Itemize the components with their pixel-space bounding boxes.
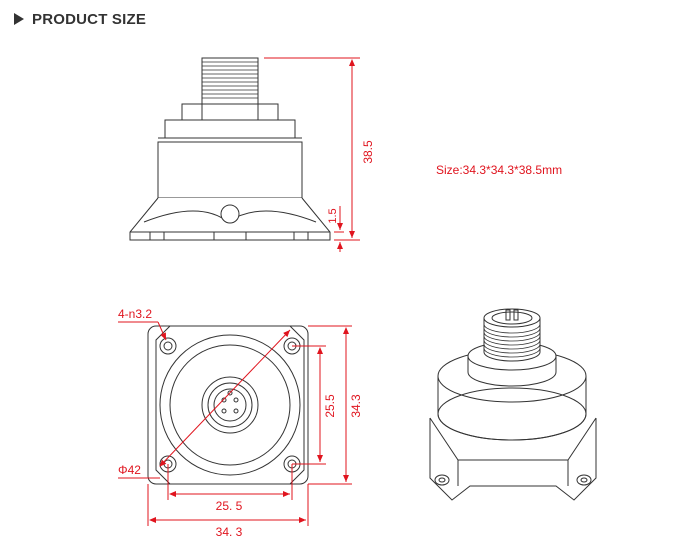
dim-hole-spec: 4-n3.2 bbox=[118, 307, 152, 321]
dim-width-h: 34. 3 bbox=[216, 525, 243, 539]
size-note: Size:34.3*34.3*38.5mm bbox=[436, 163, 563, 177]
section-header: PRODUCT SIZE bbox=[14, 8, 146, 30]
dim-height-total: 38.5 bbox=[361, 140, 375, 164]
section-title: PRODUCT SIZE bbox=[32, 10, 147, 28]
triangle-bullet-icon bbox=[14, 13, 24, 25]
dim-hole-pitch-h: 25. 5 bbox=[216, 499, 243, 513]
side-dimensions bbox=[264, 57, 360, 252]
top-dimensions bbox=[118, 321, 352, 526]
dim-hole-pitch-v: 25.5 bbox=[323, 394, 337, 418]
isometric-view bbox=[429, 308, 597, 501]
side-view bbox=[129, 57, 331, 241]
dim-circle-dia: Φ42 bbox=[118, 463, 141, 477]
top-view bbox=[147, 325, 309, 485]
dim-base-thickness: 1.5 bbox=[327, 208, 339, 223]
dim-width-v: 34.3 bbox=[349, 394, 363, 418]
